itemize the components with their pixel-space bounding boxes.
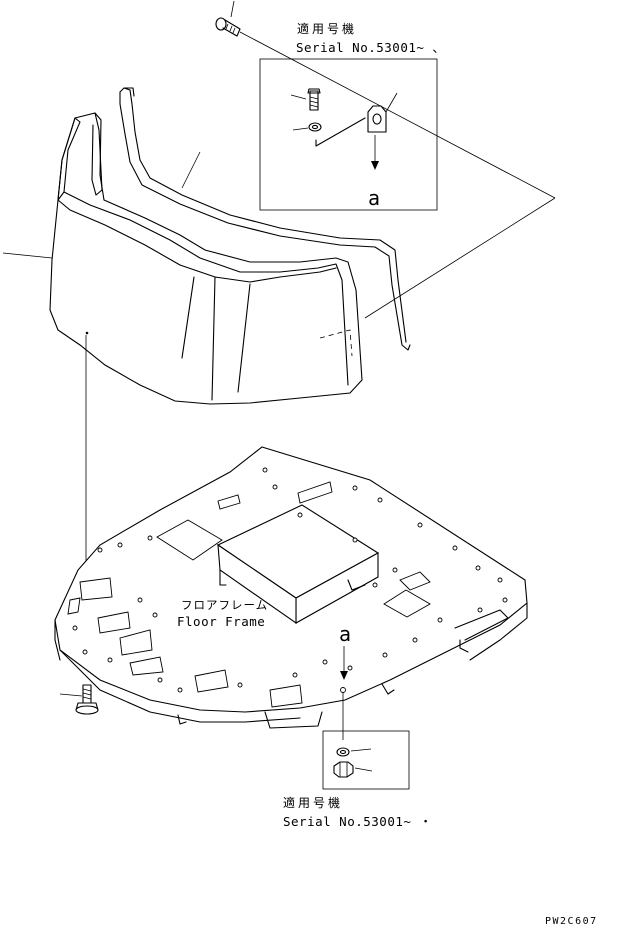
serial-label-jp-top: 適用号機 [297, 21, 357, 36]
floor-frame-label-en: Floor Frame [177, 614, 265, 629]
floor-holes [72, 467, 508, 693]
serial-label-en-bottom: Serial No.53001~ ・ [283, 814, 432, 829]
bolt-top-left [215, 0, 241, 37]
leader-mid [364, 197, 556, 319]
drawing-code: PW2C607 [545, 916, 598, 927]
bolt-bottom-left [59, 684, 99, 715]
floor-frame-label-jp: フロアフレーム [181, 598, 268, 612]
detail-box-bottom [322, 730, 410, 790]
cover-panel [2, 112, 363, 405]
floor-frame [54, 446, 528, 729]
detail-mark-bottom: a [339, 622, 351, 646]
detail-box-top: a [259, 58, 438, 211]
rod-frame [119, 87, 411, 351]
serial-label-en-top: Serial No.53001~ 、 [296, 40, 445, 55]
serial-label-jp-bottom: 適用号機 [283, 795, 343, 810]
leader-top [239, 31, 556, 199]
detail-marker-floor: a [339, 622, 351, 740]
detail-mark-top: a [368, 186, 380, 210]
